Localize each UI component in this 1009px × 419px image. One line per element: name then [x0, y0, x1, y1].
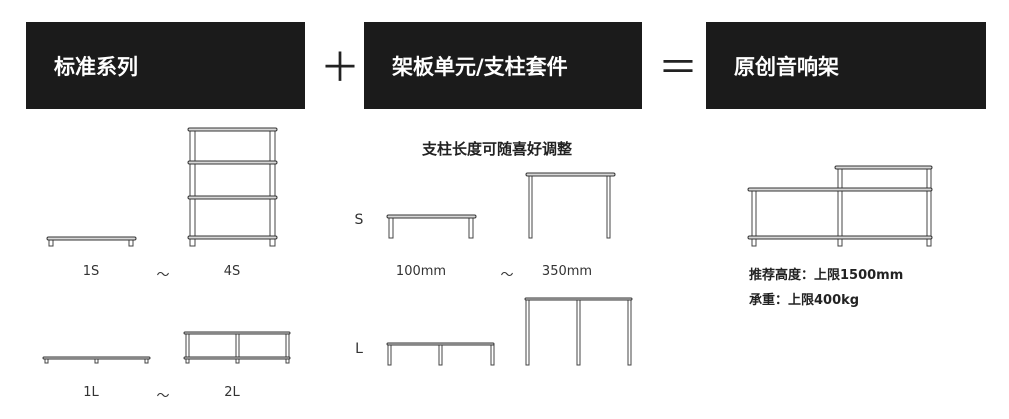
row-label-s: S [354, 212, 364, 228]
recommended-height: 推荐高度：上限1500mm [749, 268, 904, 283]
load-capacity: 承重：上限400kg [749, 293, 860, 308]
plus-sign: ＋ [320, 45, 360, 91]
kit-title: 支柱长度可随喜好调整 [421, 140, 573, 158]
rack-2l-drawing [183, 331, 291, 364]
rack-1l-drawing [42, 356, 151, 364]
label-1l: 1L [83, 385, 99, 400]
length-min: 100mm [395, 264, 447, 279]
tilde: ～ [500, 268, 514, 283]
label-2l: 2L [224, 385, 240, 400]
equals-sign: ＝ [658, 45, 698, 91]
tilde: ～ [156, 389, 170, 404]
label-4s: 4S [223, 264, 241, 279]
shelf-kit-header: 架板单元/支柱套件 [364, 22, 642, 109]
length-max: 350mm [541, 264, 593, 279]
kit-l-short-drawing [386, 342, 495, 366]
custom-rack-drawing [747, 165, 933, 247]
kit-s-tall-drawing [525, 172, 616, 239]
rack-4s-drawing [187, 127, 278, 247]
row-label-l: L [355, 341, 363, 357]
custom-rack-header: 原创音响架 [706, 22, 986, 109]
label-1s: 1S [82, 264, 100, 279]
tilde: ～ [156, 268, 170, 283]
kit-s-short-drawing [386, 214, 477, 239]
kit-l-tall-drawing [524, 297, 633, 366]
standard-series-header: 标准系列 [26, 22, 305, 109]
rack-1s-drawing [46, 236, 137, 247]
